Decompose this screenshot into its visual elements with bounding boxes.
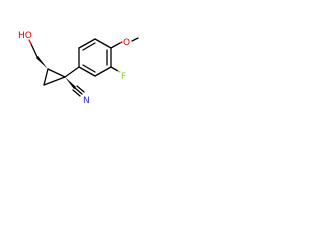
bond-ch2-oh: [30, 43, 38, 58]
nitrile-bond-3: [72, 89, 81, 97]
nitrile-bond-1: [74, 87, 83, 95]
bond-c1-aryl: [64, 66, 80, 78]
structure-svg: HO O F N: [18, 31, 139, 106]
oxygen-label: O: [123, 38, 130, 48]
ring-bond-top: [47, 68, 66, 78]
aryl-bond-2: [78, 38, 96, 49]
nitrile-bond-2: [76, 85, 85, 93]
aryl-double-3: [82, 64, 96, 73]
ring-bond-left: [43, 68, 49, 86]
bond-aryl-o: [110, 42, 121, 49]
wedge-bond-cn: [65, 77, 76, 89]
molecule-canvas: HO O F N: [0, 0, 152, 152]
bond-o-segment: [119, 41, 123, 44]
nitrogen-label: N: [83, 96, 90, 106]
bond-aryl-f: [110, 66, 119, 72]
bond-o-methyl: [131, 37, 139, 42]
bond-f-segment: [117, 70, 121, 73]
aryl-double-1: [82, 42, 96, 51]
aryl-bond-5: [94, 66, 112, 77]
aryl-bond-6: [78, 66, 96, 77]
ring-bond-bottom: [43, 76, 66, 86]
wedge-bond-ch2: [36, 56, 48, 69]
fluorine-label: F: [121, 72, 126, 82]
hydroxyl-label: HO: [18, 31, 32, 41]
bond-oh-segment: [28, 39, 32, 45]
aryl-bond-3: [94, 38, 112, 49]
